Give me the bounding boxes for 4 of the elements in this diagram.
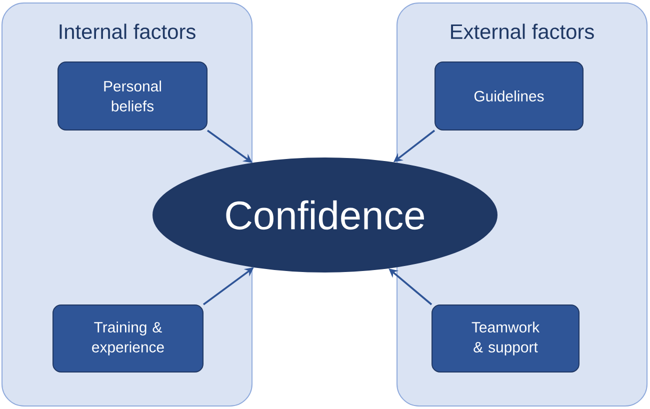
factor-box: Personal beliefs bbox=[58, 62, 208, 130]
factor-box: Training & experience bbox=[52, 304, 204, 372]
factor-box: Guidelines bbox=[434, 62, 584, 130]
factor-box: Teamwork & support bbox=[432, 304, 580, 372]
